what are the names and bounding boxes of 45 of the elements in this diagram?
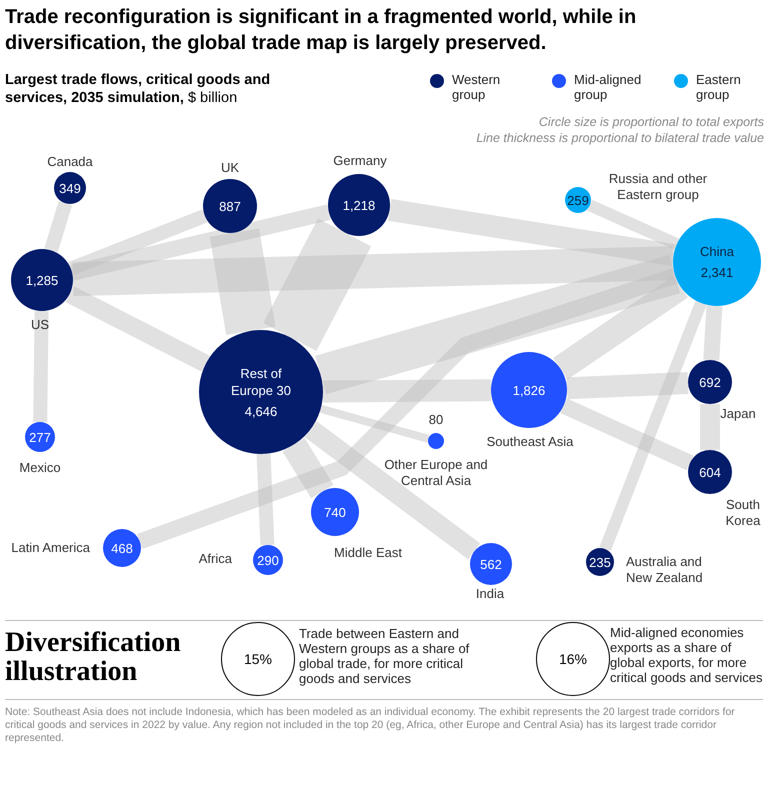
region-label: Africa xyxy=(198,551,232,567)
section-heading: Diversification illustration xyxy=(5,628,182,686)
description-text: Mid-aligned economies exports as a share of global exports, for more critical goods and services xyxy=(610,625,764,685)
trade-flow-band xyxy=(256,454,274,546)
trade-flow-band xyxy=(304,421,480,560)
trade-flow-band xyxy=(388,199,676,266)
trade-flow-band xyxy=(72,246,674,296)
trade-flow-band xyxy=(320,404,430,443)
region-label: US xyxy=(30,317,50,333)
trade-flow-band xyxy=(322,379,492,403)
footnote: Note: Southeast Asia does not include Indonesia, which has been modeled as an individual economy. The exhibit represents the 20 largest trade corridors for critical goods and services in 2022 by value. Any region not included in the top 20 (eg, Africa, other Europe and Central Asia) has its largest trade corridor represented. xyxy=(5,706,736,745)
region-label: Canada xyxy=(46,154,94,170)
trade-flow-band xyxy=(703,305,722,360)
region-label: Middle East xyxy=(333,545,403,561)
legend-label: Eastern group xyxy=(696,72,742,102)
region-label: Japan xyxy=(719,406,757,422)
region-label: Southeast Asia xyxy=(486,434,574,450)
note: Circle size is proportional to total exports xyxy=(538,114,764,130)
region-label: South Korea xyxy=(724,497,762,529)
trade-flow-band xyxy=(566,372,688,400)
trade-flow-band xyxy=(33,310,49,422)
region-label: Germany xyxy=(332,153,388,169)
trade-flow-band xyxy=(137,268,678,550)
trade-flow-band xyxy=(66,286,210,372)
trade-flow-band xyxy=(44,201,72,252)
trade-flow-band xyxy=(282,438,334,498)
note: Line thickness is proportional to bilateral trade value xyxy=(476,130,764,146)
trade-flow-band xyxy=(560,398,694,470)
trade-flow-band xyxy=(600,300,707,552)
region-label: Mexico xyxy=(18,460,62,476)
subtitle: Largest trade flows, critical goods and services, 2035 simulation, $ billion xyxy=(5,71,272,107)
legend-label: Mid-aligned group xyxy=(574,72,642,102)
trade-flow-band xyxy=(587,200,680,250)
legend-label: Western group xyxy=(452,72,502,102)
region-label: Russia and other Eastern group xyxy=(608,171,708,203)
trade-flow-band xyxy=(700,404,720,450)
description-text: Trade between Eastern and Western groups as a share of global trade, for more critical goods and services xyxy=(299,626,470,686)
region-label: Other Europe and Central Asia xyxy=(383,457,489,489)
region-label: India xyxy=(474,586,506,602)
trade-flow-band xyxy=(263,218,372,352)
region-label: 80 xyxy=(428,412,444,428)
region-label: Latin America xyxy=(10,540,90,556)
region-label: Australia and New Zealand xyxy=(626,554,704,586)
title: Trade reconfiguration is significant in a fragmented world, while in diversification, the global trade map is largely preserved. xyxy=(5,5,638,56)
region-label: UK xyxy=(220,160,240,176)
